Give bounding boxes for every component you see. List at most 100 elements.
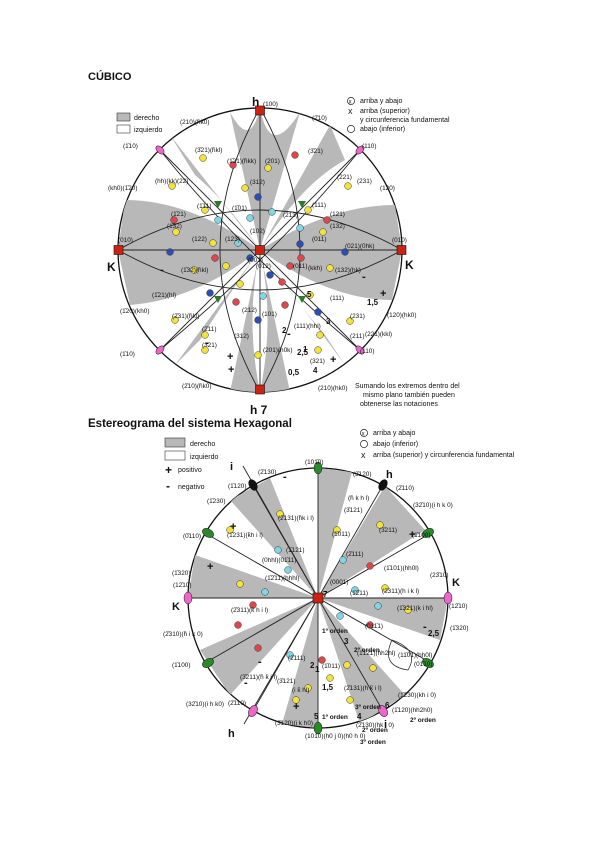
cubic-pole-dot bbox=[344, 182, 352, 190]
hex-plane-label: (1̄12̄1)(hh2hl) bbox=[357, 650, 395, 657]
hex-legend-right-label: derecho bbox=[190, 441, 215, 448]
cubic-plane-label: (312) bbox=[234, 333, 249, 340]
cubic-pole-dot bbox=[246, 214, 254, 222]
hex-number-label: 1 bbox=[315, 665, 320, 674]
cubic-pole-dot bbox=[201, 331, 209, 339]
hex-order-label: 3º orden bbox=[360, 739, 386, 746]
hex-plane-label: (1̄121) bbox=[286, 547, 304, 554]
cubic-plane-label: (211) bbox=[350, 333, 364, 340]
cubic-sign: + bbox=[227, 351, 233, 363]
cubic-pole-dot bbox=[323, 216, 331, 224]
cubic-plane-label: (3̄21)(h̄kl) bbox=[195, 147, 222, 154]
cubic-plane-label: (3̄21) bbox=[308, 148, 323, 155]
cubic-plane-label: (1̄10) bbox=[120, 351, 135, 358]
symbol-down-label: abajo (inferior) bbox=[360, 126, 405, 133]
cubic-plane-label: (2̄31)(h̄kl) bbox=[172, 313, 199, 320]
cubic-pole-dot bbox=[326, 264, 334, 272]
hex-axis-h-bottom: h bbox=[228, 728, 235, 740]
hex-plane-label: (2̄311)(h i k l) bbox=[382, 588, 419, 595]
hex-pole-dot bbox=[304, 684, 312, 692]
hex-pole-dot bbox=[276, 510, 284, 518]
cubic-pole-dot bbox=[211, 254, 219, 262]
hex-legend-negative-label: negativo bbox=[178, 484, 205, 491]
cubic-pole-dot bbox=[214, 216, 222, 224]
hex-plane-label: (1̄120) bbox=[228, 483, 246, 490]
hex-sign: - bbox=[258, 656, 262, 668]
hex-plane-label: (1̄101)(hh0l) bbox=[384, 565, 419, 572]
cubic-plane-label: (1̄21)(hl) bbox=[152, 292, 176, 299]
hex-symbol-both-label: arriba y abajo bbox=[373, 430, 416, 437]
hex-signs: +-+-+-+- bbox=[207, 471, 427, 713]
cubic-plane-label: (120)(hk0) bbox=[387, 312, 416, 319]
cubic-pole-dot bbox=[306, 291, 314, 299]
cubic-plane-label: (122) bbox=[192, 236, 207, 243]
hex-symbol-both-icon: x bbox=[360, 429, 368, 438]
hex-plane-label: (3̄121) bbox=[277, 678, 295, 685]
hex-plane-label: (1̄100) bbox=[172, 662, 190, 669]
cubic-plane-label: (231) bbox=[350, 313, 365, 320]
hex-pole-dot bbox=[366, 562, 374, 570]
cubic-pole-dot bbox=[314, 346, 322, 354]
cubic-plane-label: (213) bbox=[283, 212, 298, 219]
hex-plane-label: (2̄110) bbox=[228, 700, 246, 707]
cubic-plane-label: (210)(hk0) bbox=[318, 385, 347, 392]
cubic-pole-dot bbox=[171, 316, 179, 324]
cubic-plane-label: (210)(h̄k0) bbox=[180, 119, 209, 126]
cubic-number-label: 4 bbox=[313, 366, 318, 375]
cubic-plane-label: (1̄21)(h̄kk) bbox=[227, 158, 256, 165]
cubic-number-label: 0,5 bbox=[288, 368, 300, 377]
cubic-pole-dot bbox=[241, 184, 249, 192]
cubic-plane-label: (011) bbox=[293, 263, 307, 270]
hex-plane-label: (3̄120)(i k h0) bbox=[275, 720, 313, 727]
hex-plane-label: (1̄100) bbox=[412, 532, 430, 539]
hex-pole-dot bbox=[336, 612, 344, 620]
cubic-pole-dot bbox=[236, 280, 244, 288]
hex-pole-dot bbox=[339, 556, 347, 564]
legend-right-label: derecho bbox=[134, 115, 159, 122]
hex-order-label: 2º orden bbox=[362, 727, 388, 734]
cubic-pole-dot bbox=[286, 262, 294, 270]
hex-pole-dot bbox=[404, 606, 412, 614]
hex-pole-dot bbox=[286, 651, 294, 659]
hex-plane-label: (0̄110) bbox=[183, 533, 201, 540]
hex-sign: - bbox=[283, 471, 287, 483]
cubic-plane-label: (231) bbox=[357, 178, 372, 185]
symbol-up-icon: x bbox=[348, 106, 353, 116]
hex-pole-dot bbox=[333, 526, 341, 534]
hex-highlight-outline bbox=[388, 639, 412, 671]
cubic-number-label: 2 bbox=[282, 326, 287, 335]
hex-plane-label: (2̄110) bbox=[396, 485, 414, 492]
cubic-plane-label: (121) bbox=[330, 211, 345, 218]
cubic-number-label: 1 bbox=[303, 345, 308, 354]
cubic-plane-label: (1̄32) bbox=[167, 223, 182, 230]
cubic-plane-label: (123) bbox=[225, 236, 240, 243]
hex-plane-label: (0hhl)(01̄11) bbox=[262, 557, 296, 564]
hex-pole-dot bbox=[318, 656, 326, 664]
symbol-up-label-2: y circunferencia fundamental bbox=[360, 117, 450, 124]
hex-pole-dot bbox=[366, 621, 374, 629]
hex-plane-label: (3̄211) bbox=[379, 527, 397, 534]
hex-plane-label: (1̄2̄11) bbox=[350, 590, 368, 597]
cubic-number-label: 5 bbox=[307, 290, 312, 299]
cubic-pole-dot bbox=[346, 317, 354, 325]
hex-pole-markers bbox=[183, 461, 453, 735]
cubic-pole-dot bbox=[291, 151, 299, 159]
hex-plane-label: (101̄0)(h0 j 0)(h0 h 0) bbox=[305, 733, 365, 740]
cubic-plane-label: (021)(0hk) bbox=[345, 243, 374, 250]
hex-number-label: 1,5 bbox=[322, 683, 334, 692]
cubic-axis-k-right: K bbox=[405, 258, 414, 272]
cubic-pole-dot bbox=[229, 161, 237, 169]
hex-plane-label: (12̄10) bbox=[173, 582, 191, 589]
cubic-note-line1: Sumando los extremos dentro del bbox=[355, 383, 460, 390]
hex-symbol-down-icon bbox=[360, 440, 368, 448]
hex-plane-label: (1̄320) bbox=[450, 625, 468, 632]
hex-legend-swatch-right bbox=[164, 437, 186, 448]
cubic-plane-label: (100) bbox=[263, 101, 278, 108]
cubic-signs: -+-+-+-+ bbox=[160, 264, 386, 376]
hex-pole-dot bbox=[226, 526, 234, 534]
cubic-note-line3: obtenerse las notaciones bbox=[360, 401, 438, 408]
hex-legend-swatch-left bbox=[164, 450, 186, 461]
hex-number-label: 7 bbox=[323, 590, 328, 599]
cubic-title: CÚBICO bbox=[88, 70, 132, 83]
